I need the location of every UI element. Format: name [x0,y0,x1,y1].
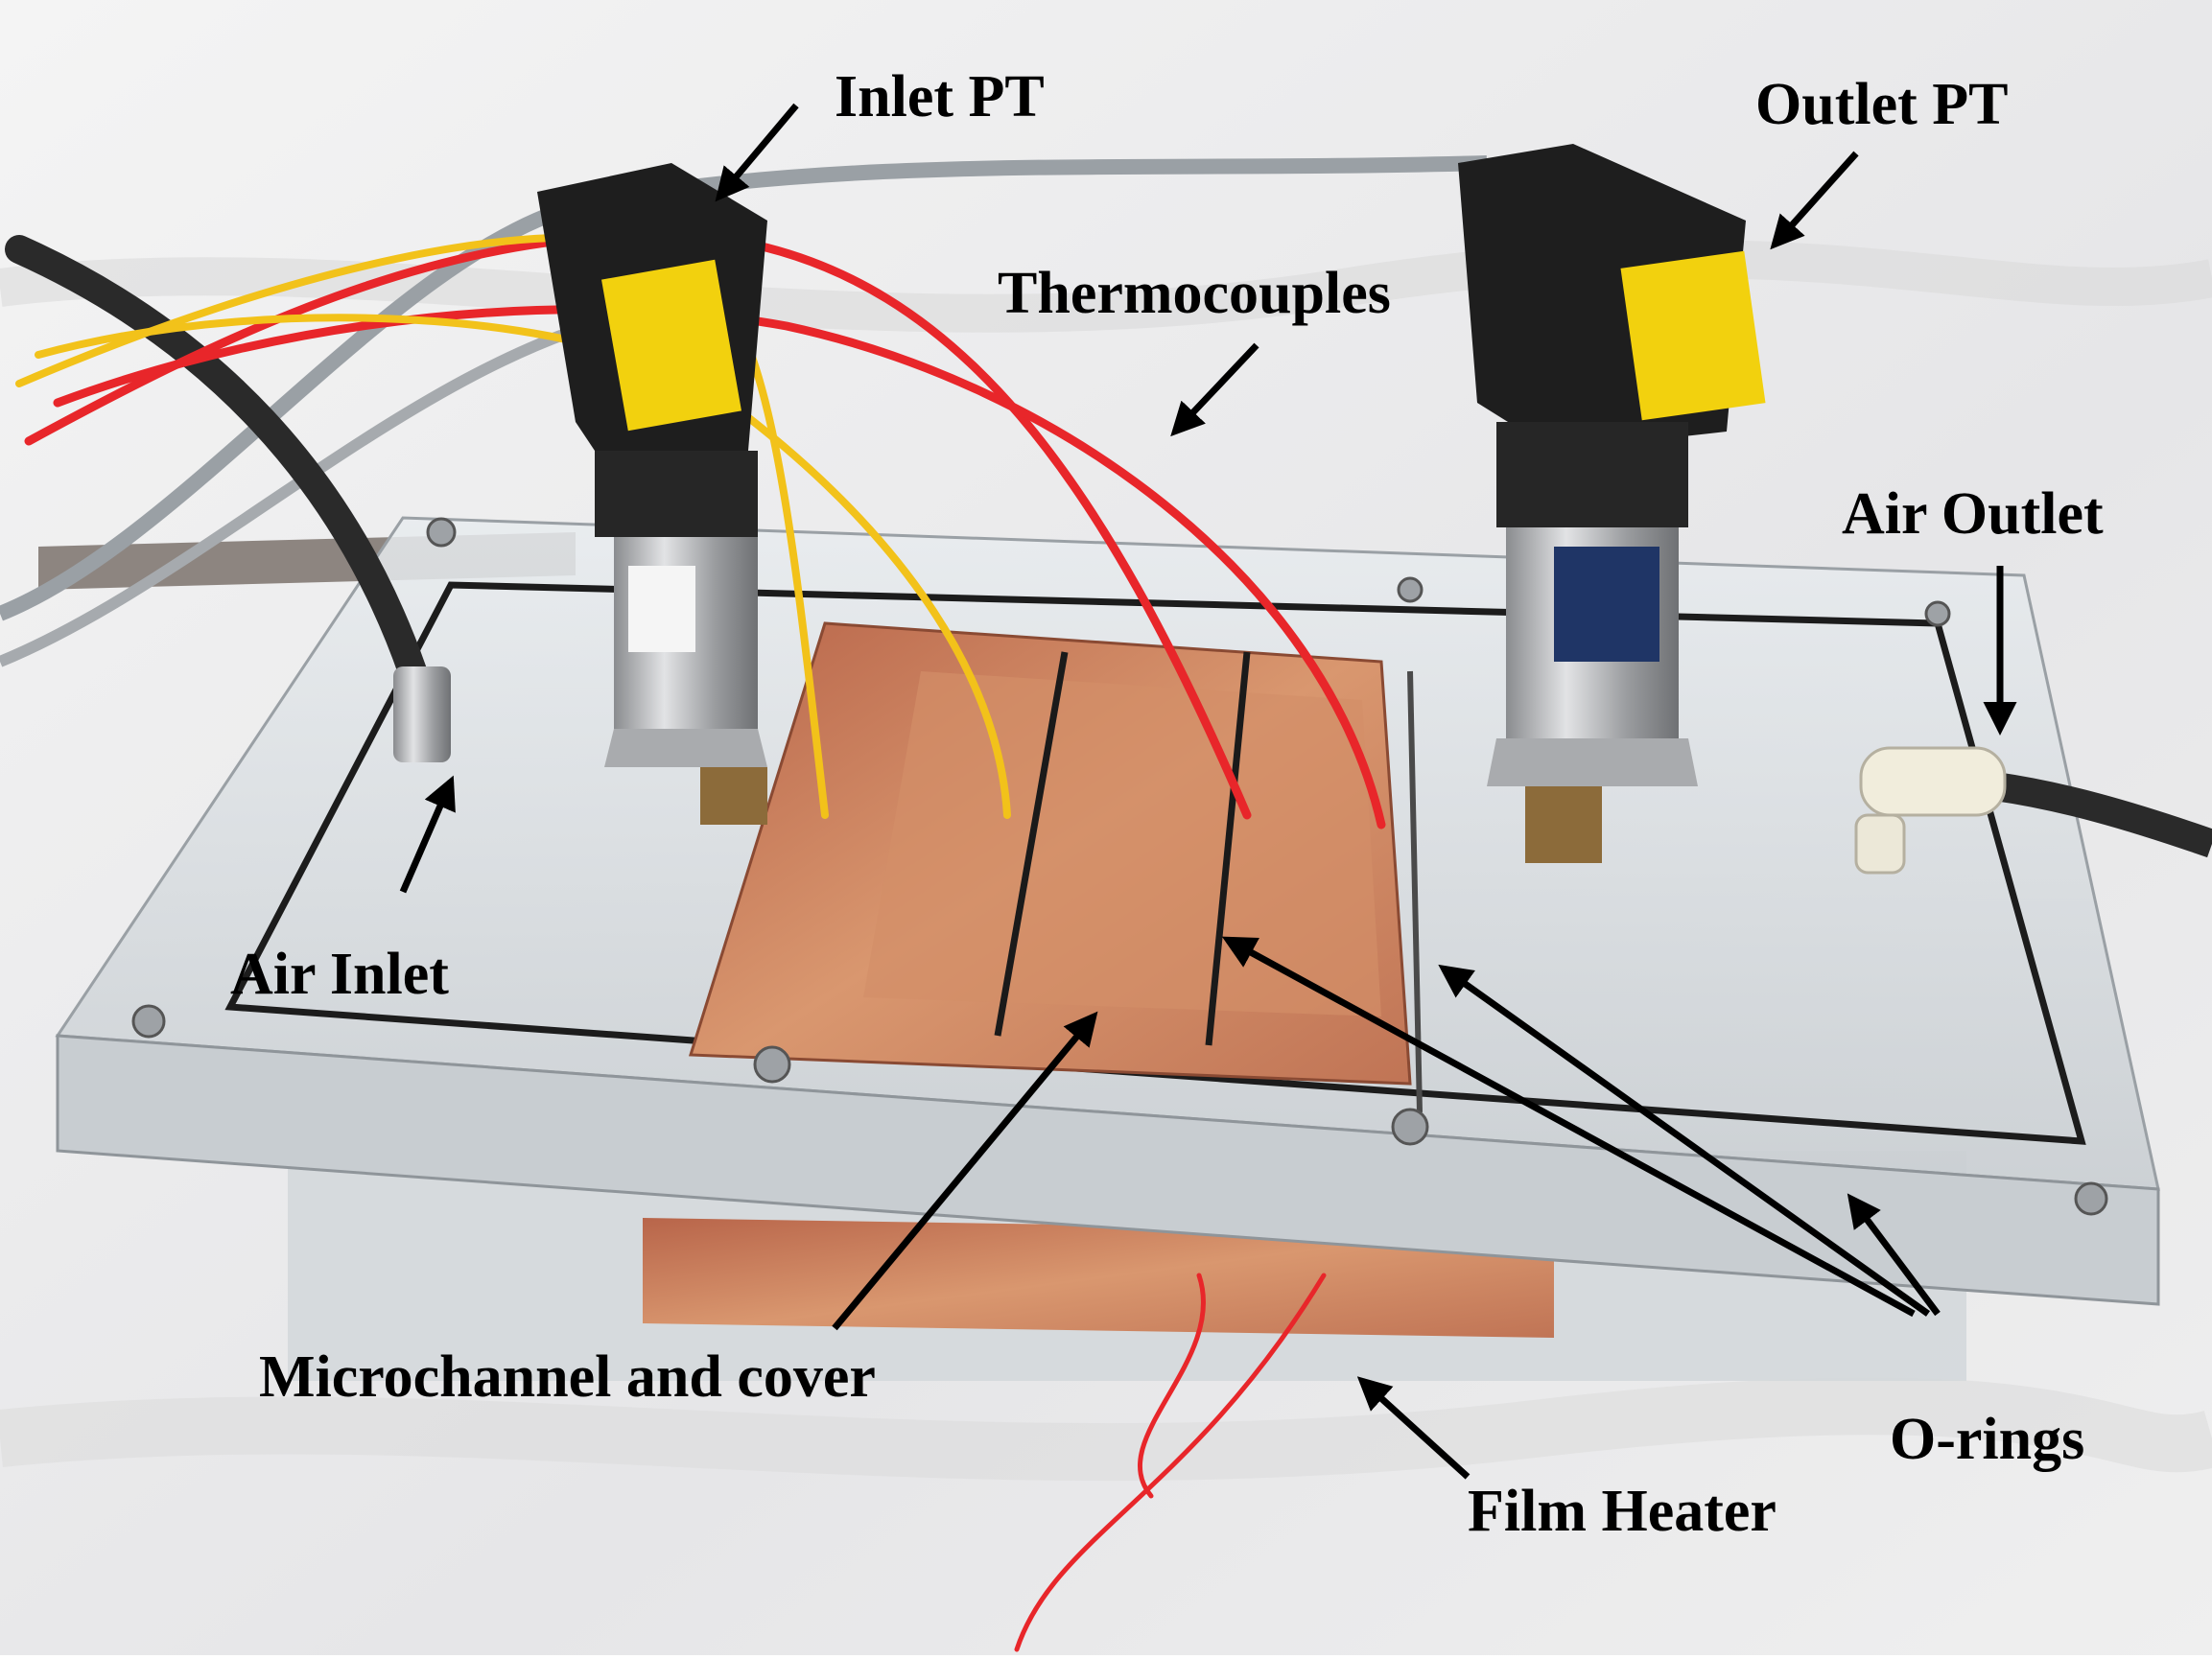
arrow-microchannel [832,1011,1098,1331]
microchannel-cover [863,671,1381,1016]
annotation-arrows [399,103,2017,1480]
inner-o-ring-right [1407,670,1423,1113]
label-air-inlet: Air Inlet [230,942,449,1007]
outlet-pressure-transducer [1458,144,1766,863]
inlet-pressure-transducer [537,163,767,825]
arrow-outlet-pt [1770,151,1859,250]
label-microchannel: Microchannel and cover [259,1344,876,1410]
arrow-thermocouples [1170,342,1259,437]
label-thermocouples: Thermocouples [998,261,1391,326]
label-air-outlet: Air Outlet [1842,481,2104,547]
arrow-o-ring-2 [1438,964,1931,1317]
label-outlet-pt: Outlet PT [1755,72,2009,137]
arrow-o-ring-1 [1221,936,1916,1318]
air-inlet-fitting [393,666,451,762]
acrylic-plate-edge [56,1034,2160,1306]
label-o-rings: O-rings [1890,1407,2085,1472]
arrow-air-inlet [399,775,456,894]
air-outlet-fitting [1859,746,2007,817]
inner-o-ring-left [994,651,1069,1037]
copper-base [643,1218,1554,1338]
arrow-inlet-pt [715,103,799,202]
label-inlet-pt: Inlet PT [835,64,1045,129]
label-film-heater: Film Heater [1468,1479,1777,1544]
air-outlet-hose [1992,772,2212,858]
arrow-o-ring-3 [1847,1193,1941,1317]
inner-o-ring-middle [1205,651,1251,1046]
air-inlet-hose [5,235,427,686]
arrow-film-heater [1356,1376,1471,1480]
screws [131,517,2108,1216]
